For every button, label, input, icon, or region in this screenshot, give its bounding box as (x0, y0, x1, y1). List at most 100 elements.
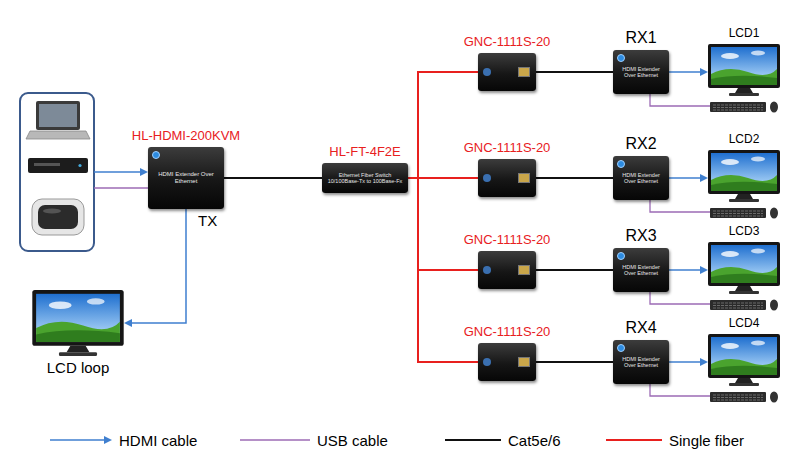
device-text: HDMI Extender Over Ethernet (617, 264, 665, 276)
keyboard-mouse-icon-part (710, 208, 778, 219)
cable-line (669, 361, 701, 363)
receiver-device: RX1HDMI Extender Over Ethernet (613, 50, 669, 94)
legend-entry: Cat5e/6 (445, 430, 561, 450)
legend-line (50, 439, 105, 441)
media-converter: GNC-1111S-20 (478, 251, 536, 289)
monitor-icon-part (708, 150, 780, 202)
media-converter: GNC-1111S-20 (478, 53, 536, 91)
device-label: RX4 (625, 319, 656, 337)
monitor: LCD loop (32, 290, 124, 356)
legend-entry: HDMI cable (50, 430, 197, 450)
cable-line (536, 361, 613, 363)
media-box-icon-part (43, 209, 61, 214)
device-label: LCD4 (729, 317, 760, 331)
laptop-icon-part (26, 131, 90, 139)
media-box-icon-part (38, 205, 78, 229)
cable-line (536, 269, 613, 271)
keyboard-mouse-icon-part (710, 300, 778, 311)
dvd-player-icon-part (34, 163, 60, 166)
dvd-player-icon-part (78, 164, 81, 167)
usb-cable-part (650, 384, 710, 396)
cable-connector (124, 209, 186, 327)
cable-line (669, 71, 701, 73)
source-cables-part (140, 168, 148, 176)
legend-line-sample (445, 434, 501, 446)
device-label: GNC-1111S-20 (464, 325, 551, 340)
cable-line (408, 72, 478, 178)
device-text: HDMI Extender Over Ethernet (617, 356, 665, 368)
legend-text: Cat5e/6 (508, 432, 561, 449)
laptop-icon (26, 101, 90, 139)
device-label: HL-FT-4F2E (329, 145, 401, 160)
cable-connector (669, 68, 708, 76)
cable-connector (669, 174, 708, 182)
keyboard-mouse-icon-part (710, 392, 778, 403)
device-label: GNC-1111S-20 (464, 233, 551, 248)
legend-entry: Single fiber (606, 430, 744, 450)
legend-line (606, 439, 662, 441)
monitor: LCD3 (708, 242, 780, 294)
monitor: LCD1 (708, 44, 780, 96)
source-cables-part (94, 187, 148, 188)
monitor-icon-part (708, 44, 780, 96)
arrow-head (124, 319, 132, 327)
device-text: 10/100Base-Tx to 100Base-Fx (328, 178, 403, 184)
media-converter: GNC-1111S-20 (478, 343, 536, 381)
device-label: RX2 (625, 135, 656, 153)
arrow-head (700, 174, 708, 182)
device-label: LCD loop (47, 359, 110, 376)
source-cables (94, 168, 148, 188)
dvd-player-icon-part (28, 158, 88, 173)
cable-connector (408, 72, 478, 178)
legend-text: USB cable (317, 432, 388, 449)
device-label: TX (198, 212, 217, 229)
keyboard-mouse-icon (710, 102, 778, 403)
device-text: HDMI Extender Over Ethernet (617, 66, 665, 78)
monitor: LCD4 (708, 334, 780, 386)
monitor: LCD2 (708, 150, 780, 202)
device-label: LCD2 (729, 133, 760, 147)
cable-connector (224, 178, 322, 179)
cable-connector (536, 72, 613, 73)
device-label: GNC-1111S-20 (464, 35, 551, 50)
device-label: HL-HDMI-200KVM (132, 129, 240, 144)
receiver-device: RX3HDMI Extender Over Ethernet (613, 248, 669, 292)
media-box-icon (32, 199, 84, 235)
legend-line-sample (50, 434, 112, 446)
device-text: Ethernet Fiber Switch (339, 172, 392, 178)
monitor-icon (32, 44, 780, 386)
usb-cable-part (650, 200, 710, 212)
cable-line (131, 209, 186, 323)
dvd-player-icon (28, 158, 88, 173)
monitor-icon-part (32, 290, 123, 356)
cable-connector (669, 266, 708, 274)
usb-cable-part (650, 292, 710, 304)
legend-text: Single fiber (669, 432, 744, 449)
device-label: LCD3 (729, 225, 760, 239)
legend-line (240, 439, 310, 440)
cable-line (536, 177, 613, 179)
monitor-icon-part (708, 334, 780, 386)
source-cables-part (94, 171, 140, 173)
receiver-device: RX4HDMI Extender Over Ethernet (613, 340, 669, 384)
cable-line (669, 269, 701, 271)
arrow-head (700, 358, 708, 366)
laptop-icon-part (39, 104, 77, 127)
legend-line-sample (240, 434, 310, 446)
cable-connector (669, 358, 708, 366)
device-label: LCD1 (729, 27, 760, 41)
receiver-device: RX2HDMI Extender Over Ethernet (613, 156, 669, 200)
source-group-part (20, 93, 94, 251)
media-converter: GNC-1111S-20 (478, 159, 536, 197)
legend-line-sample (606, 434, 662, 446)
arrow-head (700, 266, 708, 274)
cable-line (669, 177, 701, 179)
device-label: RX1 (625, 29, 656, 47)
arrow-head (700, 68, 708, 76)
legend-line (445, 439, 501, 441)
